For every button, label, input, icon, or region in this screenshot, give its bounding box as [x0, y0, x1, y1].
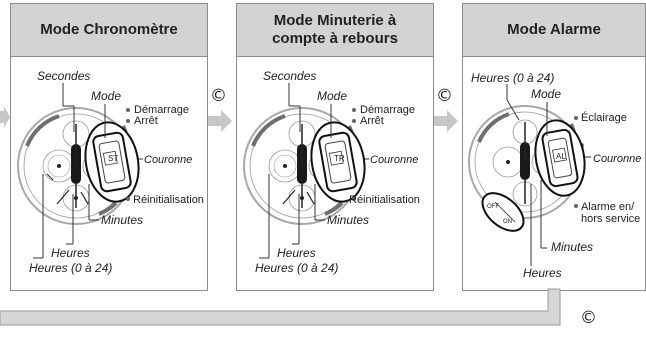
hours-24-label: Heures (0 à 24)	[29, 261, 113, 275]
hours-label: Heures	[277, 246, 316, 260]
stop-label: Arrêt	[134, 115, 158, 127]
minutes-label: Minutes	[101, 213, 144, 227]
panel-title-text: Mode Chronomètre	[40, 21, 178, 38]
button-c-icon: ©	[210, 86, 227, 106]
start-label: Démarrage	[360, 104, 416, 116]
minutes-label: Minutes	[327, 213, 370, 227]
flow-arrow-2	[434, 110, 458, 132]
alarm-toggle-label-1: Alarme en/	[581, 201, 635, 213]
hours-label: Heures	[51, 246, 90, 260]
panel-title: Mode Alarme	[463, 4, 645, 57]
minutes-label: Minutes	[551, 240, 594, 254]
alarm-on-label: ON	[503, 219, 512, 225]
countdown-timer-panel: Mode Minuterie à compte à rebours	[236, 3, 434, 291]
hours-24-label: Heures (0 à 24)	[471, 71, 555, 85]
left-flow-arrow	[0, 106, 10, 128]
mode-button-label: Mode	[317, 89, 348, 103]
mode-indicator: TR	[334, 154, 345, 163]
crown-label: Couronne	[593, 153, 642, 165]
panel-title-line-2: compte à rebours	[272, 30, 398, 47]
seconds-label: Secondes	[263, 69, 317, 83]
mode-button-label: Mode	[91, 89, 122, 103]
alarm-off-label: OFF	[487, 204, 499, 210]
panel-title-line-1: Mode Minuterie à	[273, 12, 397, 29]
seconds-label: Secondes	[37, 69, 91, 83]
mode-indicator: AL	[556, 152, 566, 161]
light-label: Éclairage	[581, 112, 627, 124]
button-c-icon: ©	[580, 308, 597, 328]
reset-label: Réinitialisation	[349, 194, 420, 206]
alarm-mode-panel: Mode Alarme	[462, 3, 646, 291]
stopwatch-mode-panel: Mode Chronomètre	[10, 3, 208, 291]
hours-24-label: Heures (0 à 24)	[255, 261, 339, 275]
hours-label: Heures	[523, 266, 562, 280]
stop-label: Arrêt	[360, 115, 384, 127]
panel-title-text: Mode Alarme	[507, 21, 601, 38]
mode-indicator: ST	[108, 154, 119, 163]
start-label: Démarrage	[134, 104, 190, 116]
button-c-icon: ©	[436, 86, 453, 106]
reset-label: Réinitialisation	[133, 194, 204, 206]
watch-illustration	[243, 83, 369, 259]
crown-label: Couronne	[144, 154, 193, 166]
crown-label: Couronne	[370, 154, 419, 166]
panel-title: Mode Chronomètre	[11, 4, 207, 57]
flow-arrow-1	[208, 110, 232, 132]
watch-illustration	[468, 84, 591, 266]
watch-illustration	[17, 83, 143, 259]
alarm-toggle-label-2: hors service	[581, 213, 641, 225]
panel-title: Mode Minuterie à compte à rebours	[237, 4, 433, 57]
mode-button-label: Mode	[531, 87, 562, 101]
